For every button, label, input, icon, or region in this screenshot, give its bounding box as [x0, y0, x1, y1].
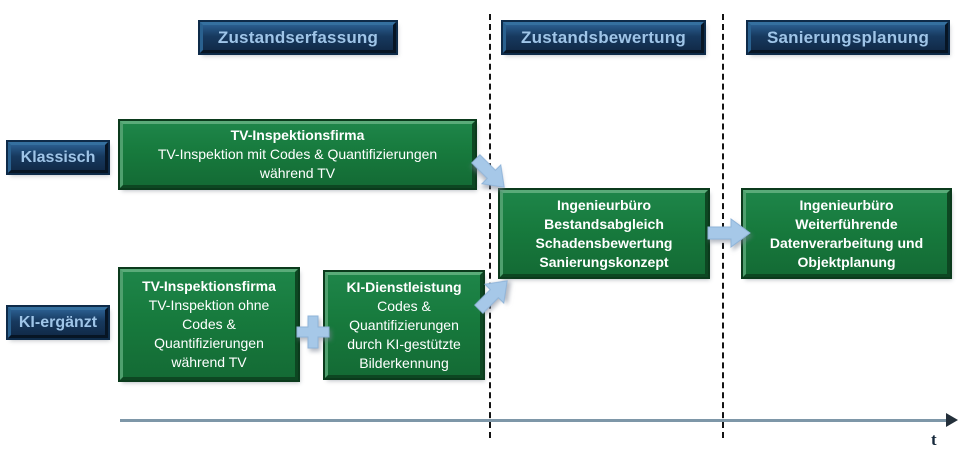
- time-axis: [120, 419, 948, 422]
- plus-icon: [296, 315, 330, 349]
- phase-header-label: Sanierungsplanung: [766, 27, 930, 47]
- row-label-ki-ergaenzt: KI-ergänzt: [8, 307, 108, 338]
- phase-header-label: Zustandserfassung: [217, 27, 379, 47]
- time-axis-label: t: [931, 430, 937, 449]
- arrow-down-right-icon: [471, 154, 505, 188]
- arrow-up-right-icon: [474, 280, 508, 314]
- box-line: Datenverarbeitung und: [769, 234, 924, 251]
- box-line: durch KI-gestützte: [347, 335, 461, 352]
- box-line: Bestandsabgleich: [544, 215, 664, 232]
- row-label-text: Klassisch: [20, 148, 96, 166]
- box-line: TV-Inspektion ohne: [148, 297, 270, 313]
- row-label-text: KI-ergänzt: [18, 313, 98, 331]
- box-line: Bilderkennung: [359, 354, 449, 371]
- box-line: Sanierungskonzept: [539, 253, 669, 270]
- phase-header-zustandserfassung: Zustandserfassung: [200, 22, 396, 53]
- phase-separator-line-2: [722, 14, 724, 438]
- box-ingenieurbuero-bewertung: Ingenieurbüro Bestandsabgleich Schadensb…: [500, 190, 708, 277]
- box-line: TV-Inspektion mit Codes & Quantifizierun…: [157, 146, 438, 162]
- box-line: Quantifizierungen: [349, 316, 459, 333]
- box-title: TV-Inspektionsfirma: [230, 127, 365, 143]
- box-line: während TV: [171, 354, 247, 370]
- box-line: Codes &: [182, 316, 236, 332]
- phase-header-label: Zustandsbewertung: [521, 27, 686, 47]
- box-title: KI-Dienstleistung: [346, 278, 462, 295]
- phase-header-zustandsbewertung: Zustandsbewertung: [503, 22, 704, 53]
- box-line: Schadensbewertung: [535, 234, 673, 251]
- box-ki-dienstleistung: KI-Dienstleistung Codes & Quantifizierun…: [325, 272, 483, 378]
- phase-header-sanierungsplanung: Sanierungsplanung: [748, 22, 948, 53]
- box-tv-inspektionsfirma-mit-codes: TV-Inspektionsfirma TV-Inspektion mit Co…: [120, 121, 475, 188]
- row-label-klassisch: Klassisch: [8, 142, 108, 173]
- box-tv-inspektionsfirma-ohne-codes: TV-Inspektionsfirma TV-Inspektion ohne C…: [120, 269, 298, 380]
- box-line: Ingenieurbüro: [799, 196, 894, 213]
- box-line: Ingenieurbüro: [556, 196, 652, 213]
- box-ingenieurbuero-planung: Ingenieurbüro Weiterführende Datenverarb…: [743, 190, 950, 277]
- box-line: Weiterführende: [795, 215, 898, 232]
- box-line: Objektplanung: [797, 253, 896, 270]
- box-title: TV-Inspektionsfirma: [142, 278, 276, 294]
- box-line: Quantifizierungen: [154, 335, 264, 351]
- box-line: Codes &: [377, 297, 431, 314]
- arrow-right-icon: [707, 218, 751, 248]
- box-line: während TV: [259, 165, 336, 181]
- phase-separator-line-1: [489, 14, 491, 438]
- time-axis-arrowhead-icon: [946, 413, 958, 427]
